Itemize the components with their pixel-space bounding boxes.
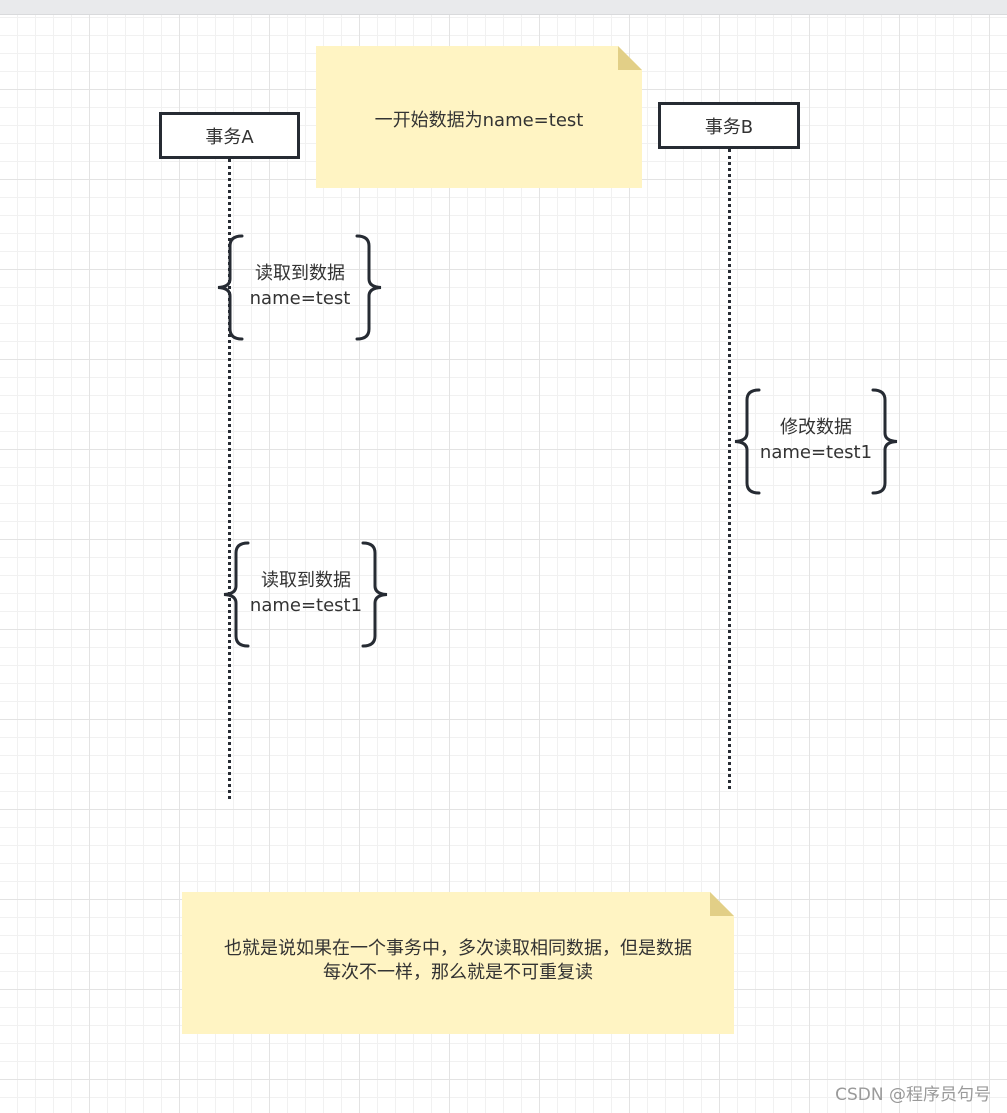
editor-top-bar: [0, 0, 1007, 15]
lifeline-transaction-b: [728, 149, 731, 789]
event-a-read-1-value: name=test: [249, 287, 351, 309]
note-conclusion[interactable]: 也就是说如果在一个事务中，多次读取相同数据，但是数据 每次不一样，那么就是不可重…: [182, 892, 734, 1034]
actor-transaction-a-label: 事务A: [205, 126, 254, 148]
event-b-update-value: name=test1: [759, 441, 873, 463]
actor-transaction-b-label: 事务B: [704, 116, 754, 138]
event-b-update-label: 修改数据: [780, 416, 852, 438]
brace-shape: [217, 234, 382, 341]
brace-shape: [223, 541, 388, 648]
brace-shape: [734, 388, 898, 495]
note-initial-fold: [618, 46, 642, 70]
event-a-read-2-value: name=test1: [249, 594, 363, 616]
actor-transaction-a[interactable]: 事务A: [159, 112, 300, 159]
actor-transaction-b[interactable]: 事务B: [658, 102, 800, 149]
watermark: CSDN @程序员句号: [835, 1085, 991, 1105]
event-a-read-2[interactable]: 读取到数据 name=test1: [221, 541, 391, 648]
note-initial-data[interactable]: 一开始数据为name=test: [316, 46, 642, 188]
note-conclusion-fold: [710, 892, 734, 916]
event-b-update[interactable]: 修改数据 name=test1: [730, 388, 902, 495]
note-initial-data-text: 一开始数据为name=test: [374, 110, 584, 131]
event-a-read-1-label: 读取到数据: [255, 262, 345, 284]
note-conclusion-line-2: 每次不一样，那么就是不可重复读: [323, 962, 593, 983]
note-conclusion-line-1: 也就是说如果在一个事务中，多次读取相同数据，但是数据: [224, 938, 692, 959]
event-a-read-1[interactable]: 读取到数据 name=test: [215, 234, 385, 341]
event-a-read-2-label: 读取到数据: [261, 569, 351, 591]
lifeline-transaction-a: [228, 159, 231, 799]
